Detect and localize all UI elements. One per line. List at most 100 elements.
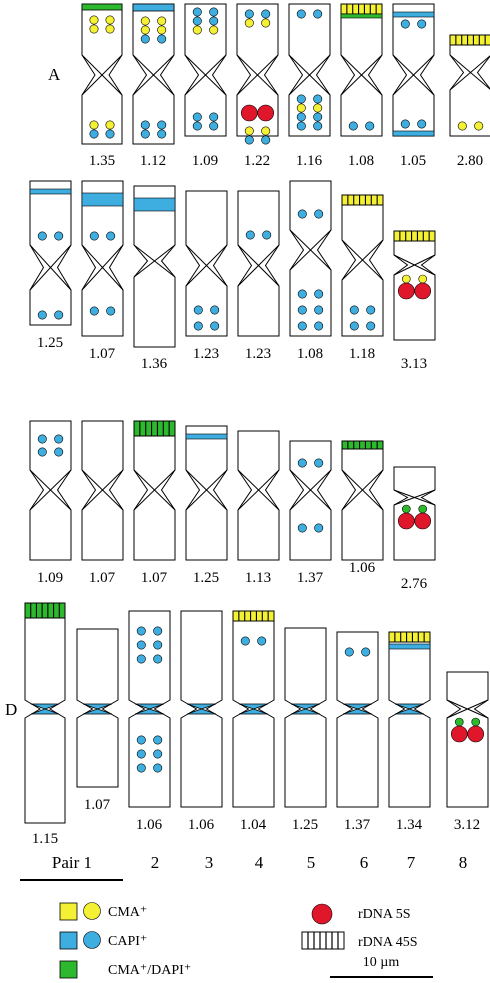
signal-dot (193, 321, 203, 331)
chromosome-outline (340, 3, 383, 137)
chromosome: 1.09 (29, 420, 72, 586)
chromosome: 1.08 (289, 180, 332, 362)
chromosome-outline (393, 466, 436, 561)
capi-band (185, 433, 228, 440)
signal-dot (365, 121, 375, 131)
legend-rdna5s-label: rDNA 5S (358, 907, 411, 922)
signal-dot (348, 121, 358, 131)
signal-dot (140, 25, 150, 35)
legend-capi-circle (83, 931, 101, 949)
chromosome-outline (237, 430, 280, 561)
signal-dot (89, 129, 99, 139)
signal-dot (54, 231, 64, 241)
signal-dot (136, 735, 146, 745)
signal-dot (314, 458, 324, 468)
rdna45s-band (393, 230, 436, 242)
signal-dot (400, 19, 410, 29)
signal-dot (474, 121, 484, 131)
signal-dot (54, 434, 64, 444)
signal-dot (240, 636, 250, 646)
chromosome: 1.15 (24, 602, 66, 847)
signal-dot (153, 749, 163, 759)
chromosome: 1.23 (237, 190, 280, 362)
signal-dot (136, 654, 146, 664)
chromosome-outline (237, 190, 280, 337)
legend: CMA⁺ CAPI⁺ CMA⁺/DAPI⁺ rDNA 5S rDNA 45S 1… (59, 902, 433, 979)
arm-ratio-label: 1.23 (193, 346, 219, 362)
pair-label-2: 2 (151, 853, 160, 872)
signal-dot (297, 321, 307, 331)
signal-dot (89, 231, 99, 241)
chromosome-outline (81, 3, 123, 145)
rdna5s-dot (414, 282, 432, 300)
signal-dot (153, 640, 163, 650)
signal-dot (314, 321, 324, 331)
pair-label-3: 3 (205, 853, 214, 872)
chromosome: 1.07 (81, 180, 124, 362)
signal-dot (89, 15, 99, 25)
signal-dot (192, 112, 202, 122)
arm-ratio-label: 1.34 (396, 817, 423, 833)
arm-ratio-label: 1.23 (245, 346, 271, 362)
arm-ratio-label: 1.07 (89, 346, 116, 362)
signal-dot (457, 121, 467, 131)
rdna45s-band (341, 440, 384, 450)
signal-dot (105, 24, 115, 34)
chromosome: 1.09 (184, 3, 227, 169)
signal-dot (261, 126, 271, 136)
rdna5s-dot (450, 725, 468, 743)
arm-ratio-label: 1.25 (37, 335, 63, 351)
legend-capi-label: CAPI⁺ (108, 934, 147, 949)
signal-dot (262, 230, 272, 240)
chromosome: 1.07 (133, 420, 176, 586)
signal-dot (54, 310, 64, 320)
arm-ratio-label: 1.08 (297, 346, 323, 362)
signal-dot (37, 434, 47, 444)
signal-dot (417, 119, 427, 129)
chromosome: 1.07 (81, 420, 124, 586)
signal-dot (257, 636, 267, 646)
signal-dot (313, 94, 323, 104)
signal-dot (106, 231, 116, 241)
rdna5s-dot (257, 104, 275, 122)
chromosome: 1.34 (388, 631, 431, 833)
signal-dot (37, 447, 47, 457)
signal-dot (89, 306, 99, 316)
capi-band (392, 130, 435, 137)
satellite-dot (454, 717, 464, 727)
chromosome-outline (81, 180, 124, 337)
arm-ratio-label: 1.09 (192, 153, 218, 169)
arm-ratio-label: 1.35 (89, 153, 115, 169)
chromosome: 1.06 (341, 440, 384, 576)
arm-ratio-label: 1.07 (89, 570, 116, 586)
pair-label-4: 4 (255, 853, 264, 872)
chromosome: 1.22 (236, 3, 279, 169)
signal-dot (209, 112, 219, 122)
signal-dot (157, 34, 167, 44)
chromosome: 1.06 (128, 610, 171, 833)
signal-dot (209, 25, 219, 35)
chromosome-outline (393, 230, 436, 341)
cma-dapi-band (81, 3, 123, 11)
chromosome: 2.76 (393, 466, 436, 592)
chromosome: 1.35 (81, 3, 123, 169)
arm-ratio-label: 1.37 (297, 570, 324, 586)
chromosome: 1.07 (76, 628, 119, 813)
arm-ratio-label: 1.36 (141, 356, 168, 372)
rdna45s-band (388, 631, 431, 643)
rdna5s-dot (241, 104, 258, 122)
arm-ratio-label: 1.15 (32, 831, 58, 847)
signal-dot (314, 289, 324, 299)
signal-dot (297, 289, 307, 299)
chromosome: 1.06 (180, 610, 223, 833)
signal-dot (105, 129, 115, 139)
pair-label-7: 7 (407, 853, 416, 872)
scale-bar-label: 10 µm (363, 955, 400, 970)
arm-ratio-label: 1.07 (84, 797, 111, 813)
chromosome-outline (336, 631, 379, 808)
signal-dot (244, 126, 254, 136)
signal-dot (153, 735, 163, 745)
chromosome-outline (132, 3, 175, 145)
legend-cma-square (59, 902, 78, 921)
